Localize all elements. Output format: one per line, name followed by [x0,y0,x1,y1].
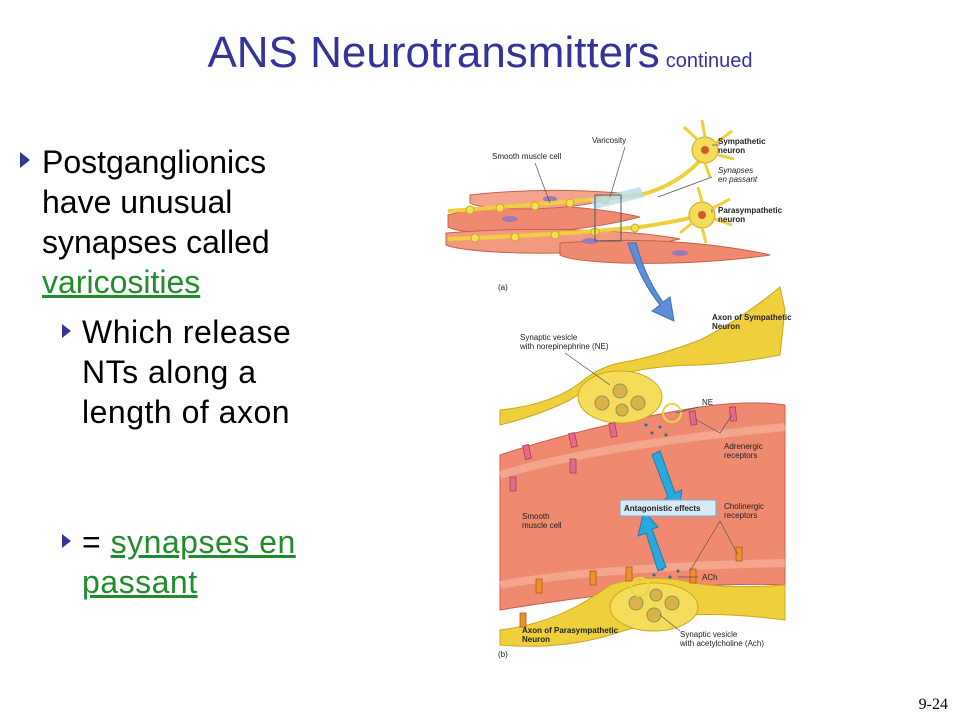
varicosities-link[interactable]: varicosities [42,264,201,300]
label-axon-sympathetic-1: Axon of Sympathetic [712,313,792,322]
nucleus-shape [543,196,557,202]
label-vesicle-ne-2: with norepinephrine (NE) [519,342,609,351]
varicosity-bottom [609,582,699,632]
panel-a-illustration [445,119,771,264]
bullet-2-text: Which release NTs along a length of axon [82,314,292,430]
bullet-3-text: = synapses en passant [62,522,312,602]
label-en-passant: en passant [718,175,758,184]
label-cholinergic-1: Cholinergic [724,502,764,511]
nucleus-shape [502,216,518,222]
bullet-marker-icon [62,324,71,338]
bullet-3-prefix: = [82,524,102,560]
label-neuron-2: neuron [718,215,745,224]
bullet-postganglionics: Postganglionics have unusual synapses ca… [20,142,320,302]
muscle-cell-shape [559,239,771,264]
zoom-box [594,194,622,242]
page-number: 9-24 [918,696,948,713]
label-smooth-2: muscle cell [522,521,562,530]
bullet-marker-icon [62,534,71,548]
label-axon-sympathetic-2: Neuron [712,322,740,331]
label-varicosity: Varicosity [592,136,626,145]
label-antagonistic-effects: Antagonistic effects [624,504,701,513]
label-adrenergic-2: receptors [724,451,757,460]
label-panel-b: (b) [498,650,508,659]
label-smooth-1: Smooth [522,512,550,521]
varicosity-beads [465,195,640,243]
label-sympathetic: Sympathetic [718,137,766,146]
zoom-arrow [627,242,675,322]
neuron-synapse-figure: Smooth muscle cell Varicosity Sympatheti… [440,115,800,675]
synapses-en-passant-link[interactable]: synapses en passant [82,524,296,600]
label-ne: NE [702,398,713,407]
label-cholinergic-2: receptors [724,511,757,520]
bullet-marker-icon [20,152,30,168]
antagonistic-effects-box [619,499,717,517]
vesicles [594,383,680,623]
panel-b-illustration [498,286,786,647]
cholinergic-receptors [519,546,743,628]
label-vesicle-ach-2: with acetylcholine (Ach) [679,639,764,648]
arrow-up-icon [637,509,667,572]
label-axon-parasympathetic-1: Axon of Parasympathetic [522,626,619,635]
bullet-synapses-en-passant: = synapses en passant [62,522,312,602]
bullet-text: Postganglionics have unusual synapses ca… [20,142,320,302]
label-neuron-1: neuron [718,146,745,155]
label-vesicle-ne-1: Synaptic vesicle [520,333,578,342]
title-main: ANS Neurotransmitters [207,28,660,77]
label-vesicle-ach-1: Synaptic vesicle [680,630,738,639]
label-parasympathetic: Parasympathetic [718,206,783,215]
label-axon-parasympathetic-2: Neuron [522,635,550,644]
label-adrenergic-1: Adrenergic [724,442,763,451]
bullet-release-nts: Which release NTs along a length of axon [62,312,312,432]
label-smooth-muscle-cell: Smooth muscle cell [492,152,562,161]
nucleus-shape [582,238,598,244]
nucleus-shape [672,250,688,256]
label-ach: ACh [702,573,718,582]
label-panel-a: (a) [498,283,508,292]
parasympathetic-axon-shape [447,213,703,241]
bullet-1-text: Postganglionics have unusual synapses ca… [42,144,270,260]
label-synapses: Synapses [718,166,753,175]
adrenergic-receptors [509,406,738,492]
title-suffix: continued [665,50,753,72]
figure-svg: Smooth muscle cell Varicosity Sympatheti… [445,119,792,659]
